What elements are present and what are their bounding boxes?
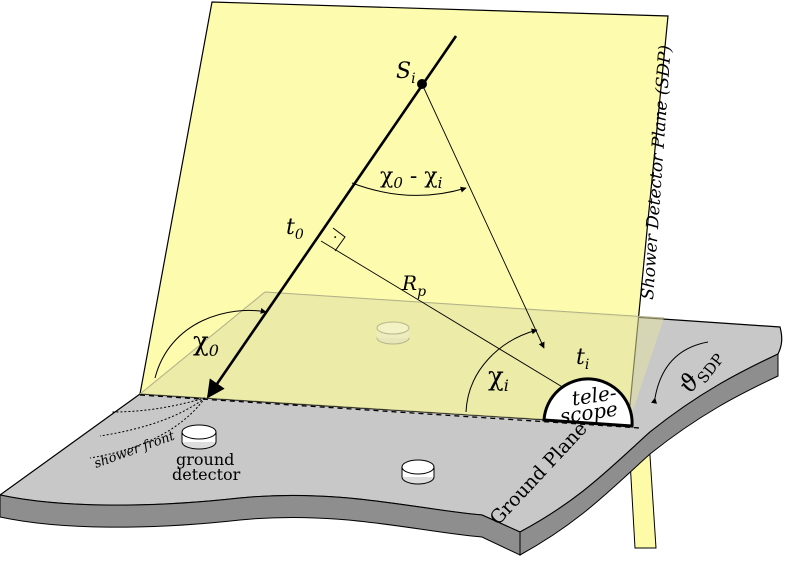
label-si: Si [396, 59, 416, 87]
label-t0: t0 [286, 215, 304, 243]
right-angle-dot: · [333, 230, 337, 246]
chi0-arc [154, 308, 267, 379]
label-chii: χi [488, 362, 509, 395]
ground-detector-hidden [376, 321, 410, 345]
label-ground-detector-line2: detector [172, 465, 241, 484]
label-chi-diff: χ0 - χi [380, 164, 443, 192]
rp-line [320, 240, 575, 395]
telescope [542, 377, 634, 428]
shower-axis [206, 35, 458, 399]
label-ti: ti [576, 345, 589, 373]
theta-sdp-arc [651, 341, 709, 404]
ray-si-to-telescope [421, 83, 545, 349]
chii-arc [465, 328, 538, 413]
shower-front-arcs [89, 397, 206, 459]
ground-back-edge-through-sdp [264, 291, 665, 319]
label-ground-detector-line1: ground [176, 450, 234, 469]
right-angle-marker [332, 227, 346, 252]
source-point [417, 79, 427, 89]
ground-left-edge-through-sdp [139, 291, 266, 395]
ground-detector-right [401, 459, 435, 485]
label-rp: Rp [401, 271, 426, 300]
sdp-ground-intersection [139, 394, 641, 429]
label-chi0: χ0 [193, 327, 219, 360]
chi-diff-arc [351, 182, 467, 196]
ground-detector-left [181, 424, 217, 450]
ground-plane-side-edge [519, 353, 779, 556]
